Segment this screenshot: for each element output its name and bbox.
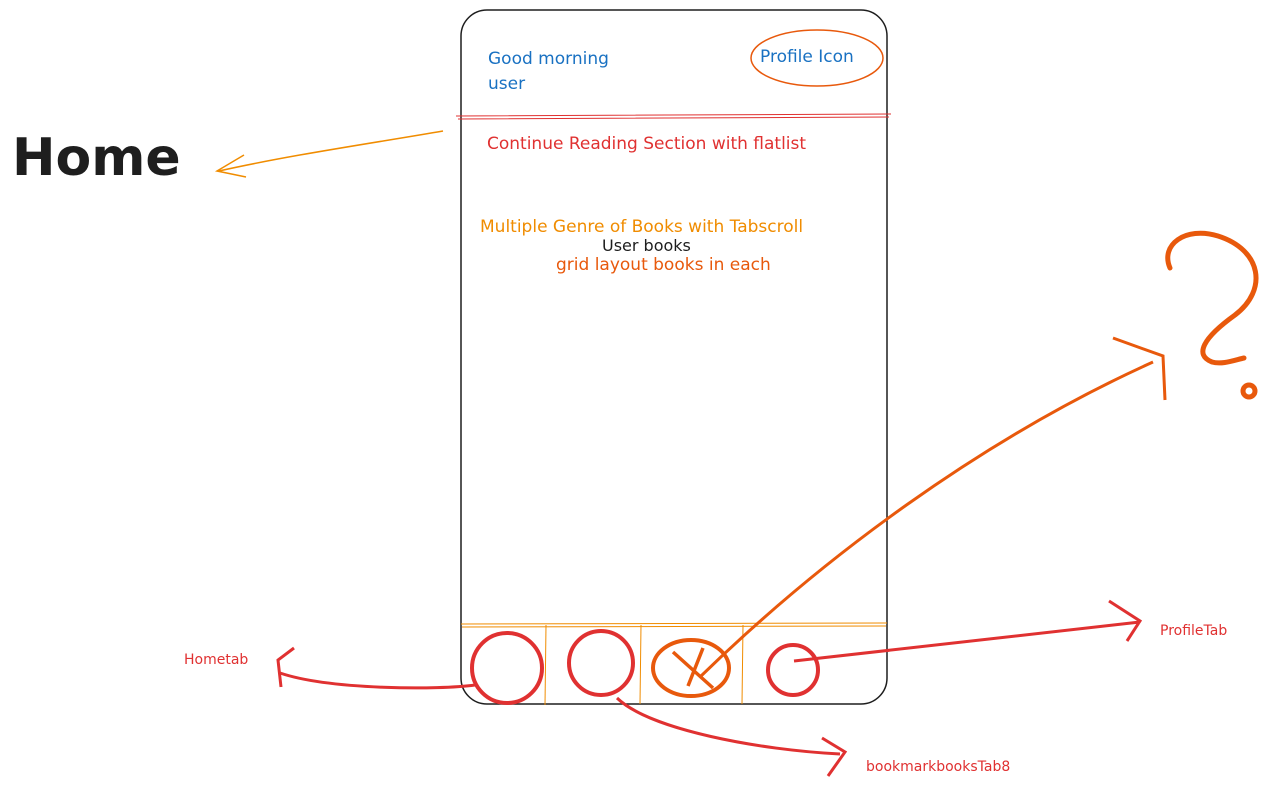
unknown-tab-icon[interactable] (651, 638, 731, 698)
hometab-arrow (276, 646, 476, 690)
profile-icon-circle[interactable] (750, 29, 884, 87)
tab-divider-2 (639, 624, 642, 705)
bookmark-tab-icon[interactable] (567, 629, 635, 697)
grid-layout-label: grid layout books in each (556, 255, 771, 275)
user-books-label: User books (602, 236, 691, 255)
greeting-line2: user (488, 74, 526, 94)
bookmark-tab-arrow (615, 696, 848, 777)
question-mark-icon (1165, 230, 1259, 366)
phone-frame (460, 9, 888, 705)
bookmark-tab-annotation: bookmarkbooksTab8 (866, 759, 1011, 775)
question-mark-dot (1240, 382, 1258, 400)
tab-bar-top-line (460, 622, 888, 628)
profile-tab-icon[interactable] (766, 643, 820, 697)
continue-reading-label: Continue Reading Section with flatlist (487, 134, 807, 154)
hometab-annotation: Hometab (184, 652, 249, 668)
greeting-line1: Good morning (488, 49, 609, 69)
genres-label: Multiple Genre of Books with Tabscroll (480, 217, 804, 237)
unknown-tab-arrow (698, 336, 1167, 679)
profile-tab-annotation: ProfileTab (1160, 623, 1228, 639)
profile-tab-arrow (793, 599, 1143, 663)
header-divider (455, 113, 892, 120)
tab-divider-1 (544, 624, 547, 706)
profile-icon-label: Profile Icon (760, 47, 854, 67)
unknown-tab-x-icon (671, 647, 715, 690)
home-arrow (214, 130, 444, 178)
home-tab-icon[interactable] (470, 631, 544, 705)
page-title: Home (12, 128, 181, 188)
